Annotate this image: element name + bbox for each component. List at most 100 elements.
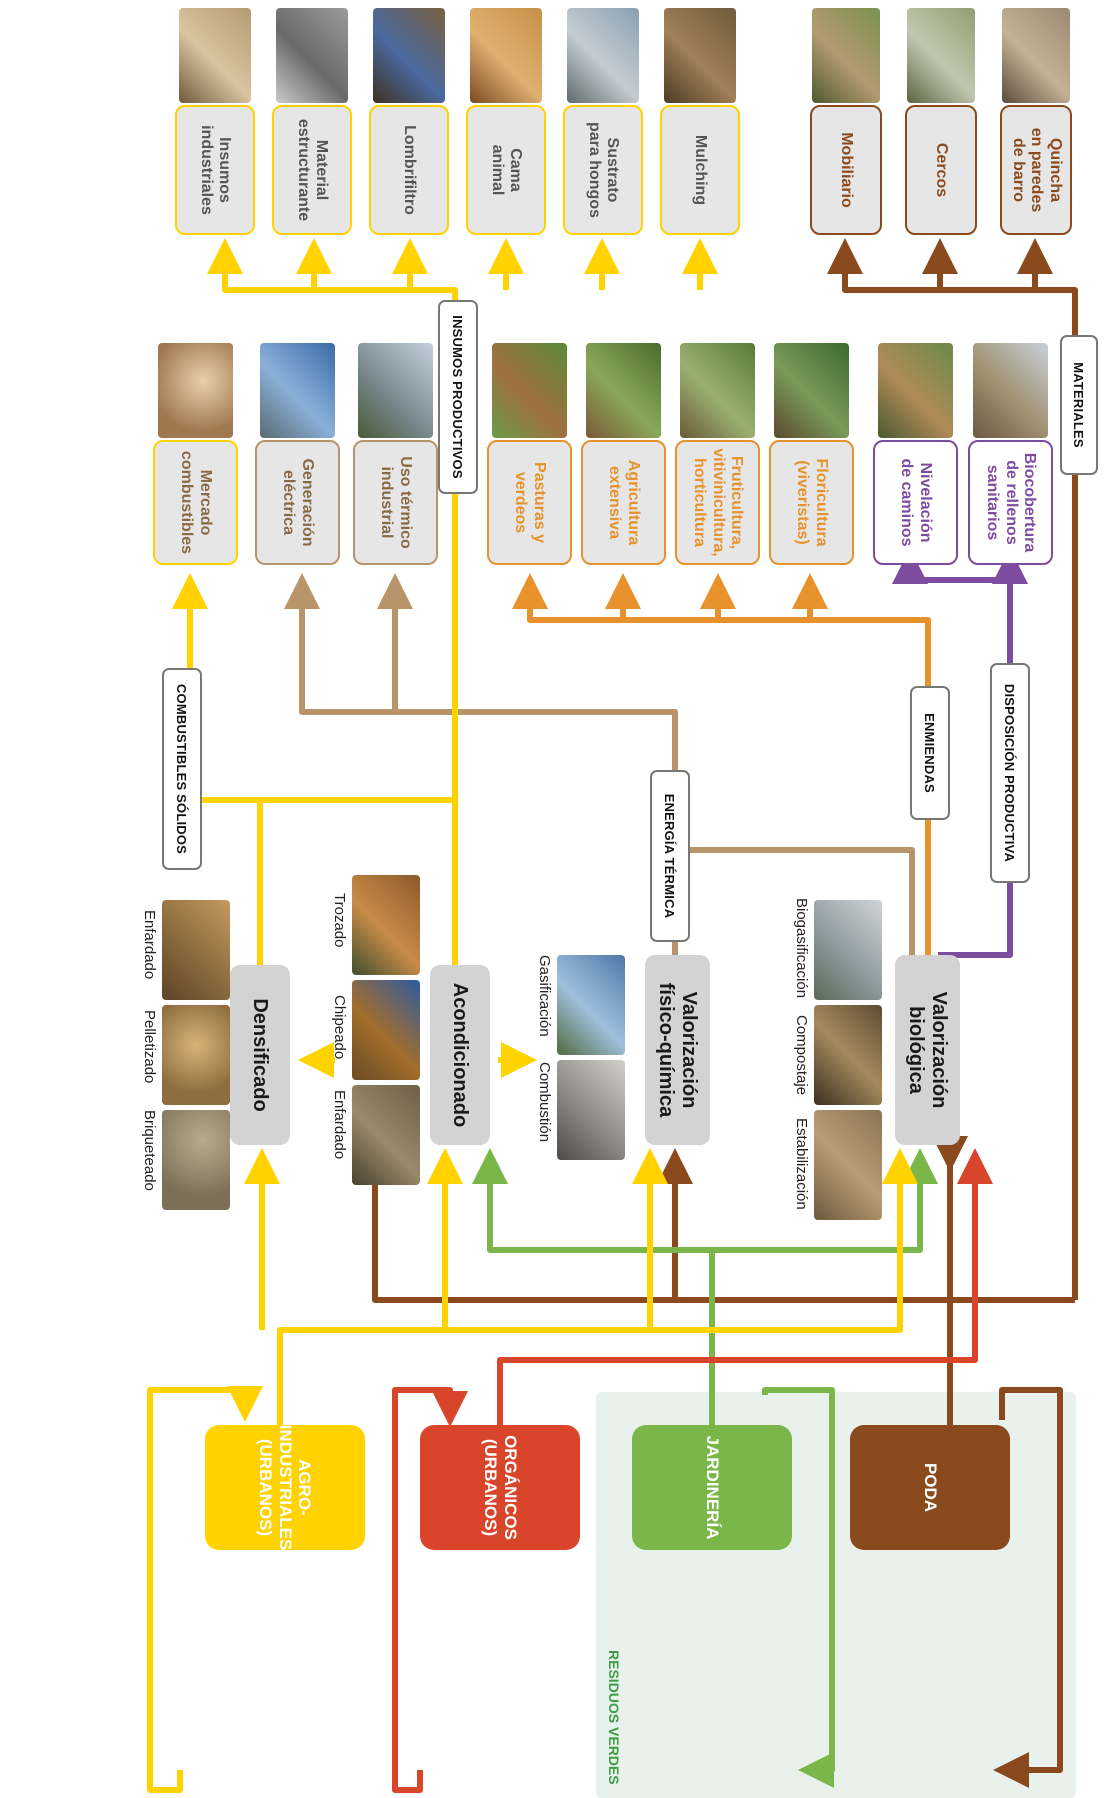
caption-compostaje: Compostaje (793, 1015, 810, 1096)
product-cercos-label: Cercos (933, 142, 951, 198)
product-cama-animal: Cama animal (466, 105, 546, 235)
photo-cama-animal (470, 8, 542, 103)
product-mulching: Mulching (660, 105, 740, 235)
process-bio-label: Valorización biológica (905, 991, 951, 1109)
bio-enmiendas (512, 573, 931, 955)
product-mobiliario-label: Mobiliario (838, 132, 856, 208)
photo-material-estructurante (276, 8, 348, 103)
caption-trozado: Trozado (331, 893, 348, 948)
label-energia-termica: ENERGÍA TÉRMICA (650, 770, 690, 942)
poda-loop (993, 1387, 1063, 1788)
product-floricultura-label: Floricultura (viveristas) (794, 458, 830, 547)
product-sustrato-label: Sustrato para hongos (586, 121, 622, 218)
product-agricultura: Agricultura extensiva (581, 440, 666, 565)
acond-insumos (207, 238, 458, 965)
product-pasturas-label: Pasturas y verdeos (512, 462, 548, 543)
photo-uso-termico (358, 343, 433, 438)
photo-quincha (1002, 8, 1070, 103)
product-mercado-combustibles: Mercado combustibles (153, 440, 238, 565)
process-valorizacion-fisico: Valorización físico-química (645, 955, 710, 1145)
photo-chipeado (352, 980, 420, 1080)
product-pasturas: Pasturas y verdeos (487, 440, 572, 565)
label-materiales: MATERIALES (1060, 335, 1098, 475)
poda-materiales (827, 238, 1078, 1300)
process-acond-label: Acondicionado (449, 982, 472, 1128)
source-organicos-label: ORGÁNICOS (URBANOS) (481, 1435, 520, 1540)
photo-enfardado-acond (352, 1085, 420, 1185)
photo-nivelacion (878, 343, 953, 438)
product-biocobertura-label: Biocobertura de rellenos sanitarios (984, 452, 1039, 553)
product-fruticultura: Fruticultura, vitivinicultura, horticult… (675, 440, 760, 565)
product-generacion-label: Generación eléctrica (280, 458, 316, 547)
organicos-to-bio (497, 1148, 993, 1430)
product-nivelacion-label: Nivelación de caminos (898, 458, 934, 547)
source-poda-label: PODA (920, 1462, 940, 1513)
organicos-loop (392, 1387, 468, 1793)
label-combustibles-solidos: COMBUSTIBLES SÓLIDOS (162, 668, 202, 870)
process-fq-label: Valorización físico-química (655, 982, 701, 1118)
photo-enfardado-dens (162, 900, 230, 1000)
caption-estabilizacion: Estabilización (793, 1118, 810, 1210)
source-agro: AGRO- INDUSTRIALES (URBANOS) (205, 1425, 365, 1550)
source-jardineria: JARDINERÍA (632, 1425, 792, 1550)
photo-fruticultura (680, 343, 755, 438)
photo-compostaje (814, 1005, 882, 1105)
product-generacion-electrica: Generación eléctrica (255, 440, 340, 565)
product-biocobertura: Biocobertura de rellenos sanitarios (968, 440, 1053, 565)
label-disposicion-productiva: DISPOSICIÓN PRODUCTIVA (990, 663, 1030, 883)
caption-briqueteado: Briqueteado (141, 1110, 158, 1191)
product-nivelacion: Nivelación de caminos (873, 440, 958, 565)
photo-combustion (557, 1060, 625, 1160)
product-lombrifiltro: Lombrifiltro (369, 105, 449, 235)
photo-cercos (907, 8, 975, 103)
jardineria-loop (762, 1387, 835, 1788)
photo-mobiliario (812, 8, 880, 103)
product-mercado-label: Mercado combustibles (178, 450, 214, 555)
caption-biogasificacion: Biogasificación (793, 898, 810, 999)
process-valorizacion-biologica: Valorización biológica (895, 955, 960, 1145)
product-quincha-label: Quincha en paredes de barro (1009, 127, 1064, 213)
product-floricultura: Floricultura (viveristas) (769, 440, 854, 565)
process-dens-label: Densificado (249, 998, 272, 1112)
photo-agricultura (586, 343, 661, 438)
product-quincha: Quincha en paredes de barro (1000, 105, 1072, 235)
photo-floricultura (774, 343, 849, 438)
product-lombrifiltro-label: Lombrifiltro (401, 125, 419, 215)
product-insumos-industriales-label: Insumos industriales (198, 125, 234, 215)
product-fruticultura-label: Fruticultura, vitivinicultura, horticult… (691, 448, 746, 557)
product-mobiliario: Mobiliario (810, 105, 882, 235)
product-agricultura-label: Agricultura extensiva (606, 459, 642, 546)
product-insumos-industriales: Insumos industriales (175, 105, 255, 235)
label-insumos-productivos: INSUMOS PRODUCTIVOS (438, 300, 478, 494)
photo-lombrifiltro (373, 8, 445, 103)
product-cercos: Cercos (905, 105, 977, 235)
photo-mercado-combustibles (158, 343, 233, 438)
caption-enfardado-acond: Enfardado (331, 1090, 348, 1160)
photo-sustrato (567, 8, 639, 103)
product-sustrato: Sustrato para hongos (563, 105, 643, 235)
photo-trozado (352, 875, 420, 975)
jardineria-to-acond (472, 1148, 712, 1253)
agro-loop (147, 1386, 263, 1793)
source-agro-label: AGRO- INDUSTRIALES (URBANOS) (256, 1424, 315, 1551)
caption-chipeado: Chipeado (331, 995, 348, 1060)
photo-gasificacion (557, 955, 625, 1055)
photo-pelletizado (162, 1005, 230, 1105)
caption-enfardado-dens: Enfardado (141, 910, 158, 980)
poda-to-acond (357, 1148, 1075, 1303)
photo-estabilizacion (814, 1110, 882, 1220)
product-estructurante-label: Material estructurante (295, 118, 331, 222)
label-enmiendas: ENMIENDAS (910, 686, 950, 820)
source-poda: PODA (850, 1425, 1010, 1550)
process-densificado: Densificado (230, 965, 290, 1145)
source-jardineria-label: JARDINERÍA (702, 1435, 722, 1540)
product-material-estructurante: Material estructurante (272, 105, 352, 235)
process-acondicionado: Acondicionado (430, 965, 490, 1145)
agro-to-bio (277, 1148, 918, 1430)
product-uso-termico: Uso térmico industrial (353, 440, 438, 565)
photo-pasturas (492, 343, 567, 438)
photo-biogasificacion (814, 900, 882, 1000)
